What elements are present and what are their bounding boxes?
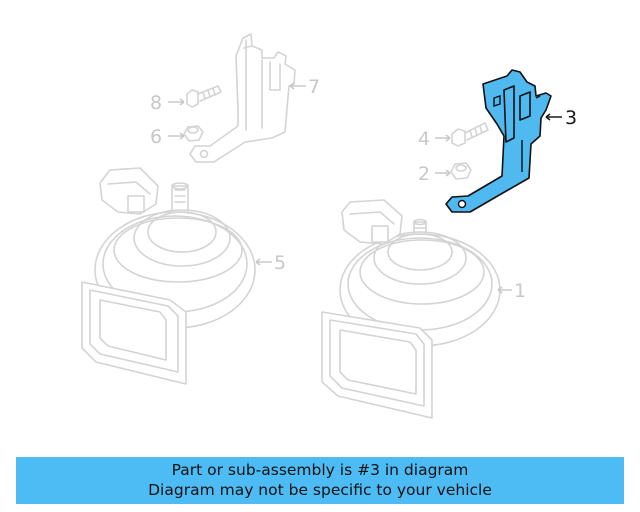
nut-part-6 xyxy=(183,125,204,142)
callout-part-6: 6 xyxy=(150,126,162,148)
bracket-part-7 xyxy=(189,33,296,163)
banner-line-disclaimer: Diagram may not be specific to your vehi… xyxy=(148,481,492,499)
bolt-part-8 xyxy=(186,85,222,108)
banner-line-part-number: Part or sub-assembly is #3 in diagram xyxy=(171,461,469,479)
callout-part-1: 1 xyxy=(514,280,526,302)
info-banner: Part or sub-assembly is #3 in diagram Di… xyxy=(16,457,624,504)
bracket-part-3-highlighted[interactable] xyxy=(445,69,552,213)
parts-diagram: 8 6 7 5 1 4 2 3 xyxy=(81,33,577,419)
callout-part-4: 4 xyxy=(418,128,430,150)
horn-part-1 xyxy=(321,199,501,419)
callout-part-2: 2 xyxy=(418,163,430,185)
callout-part-7: 7 xyxy=(308,76,320,98)
callout-leaders xyxy=(168,82,562,294)
nut-part-2 xyxy=(450,162,472,180)
callout-part-8: 8 xyxy=(150,92,162,114)
bolt-part-4 xyxy=(451,122,489,147)
callout-part-3: 3 xyxy=(565,107,577,129)
callout-part-5: 5 xyxy=(274,252,286,274)
horn-part-5 xyxy=(81,167,256,385)
